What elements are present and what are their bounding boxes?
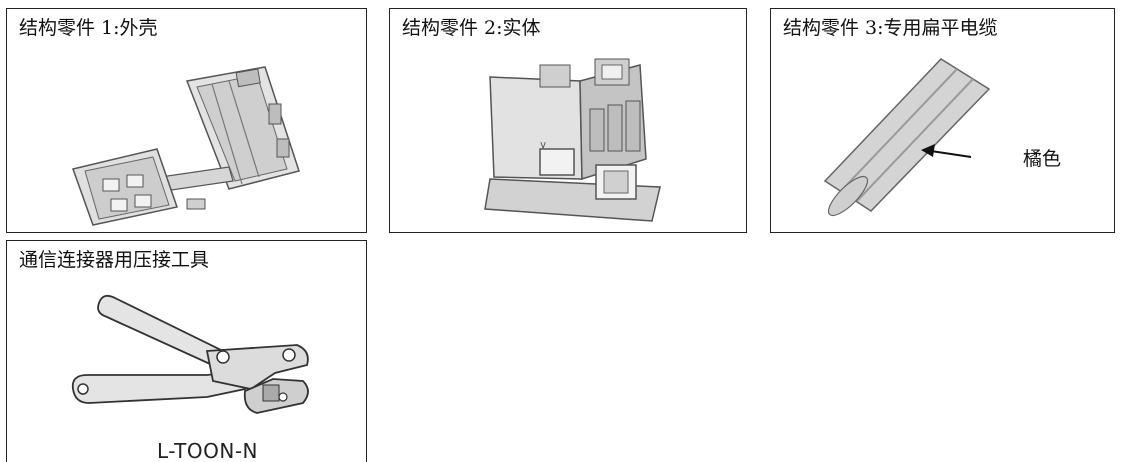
panel-flat-cable: 结构零件 3:专用扁平电缆 橘色 bbox=[770, 8, 1115, 233]
flat-cable-drawing bbox=[823, 58, 991, 217]
panel-title: 结构零件 1:外壳 bbox=[19, 17, 158, 39]
body-part-drawing: >-LBK bbox=[484, 58, 661, 222]
arrow-icon bbox=[921, 144, 972, 158]
panel-title: 通信连接器用压接工具 bbox=[19, 249, 210, 271]
housing-part-drawing bbox=[72, 66, 300, 226]
panel-body: 结构零件 2:实体 >-LBK bbox=[389, 8, 747, 233]
panel-housing: 结构零件 1:外壳 bbox=[6, 8, 367, 233]
crimp-tool-drawing bbox=[71, 294, 309, 414]
tool-model-label: L-TOON-N bbox=[157, 439, 259, 462]
panel-crimp-tool: 通信连接器用压接工具 L-TOON-N bbox=[6, 240, 367, 462]
panel-title: 结构零件 3:专用扁平电缆 bbox=[783, 17, 998, 39]
panel-title: 结构零件 2:实体 bbox=[402, 17, 541, 39]
color-callout: 橘色 bbox=[1023, 148, 1062, 170]
